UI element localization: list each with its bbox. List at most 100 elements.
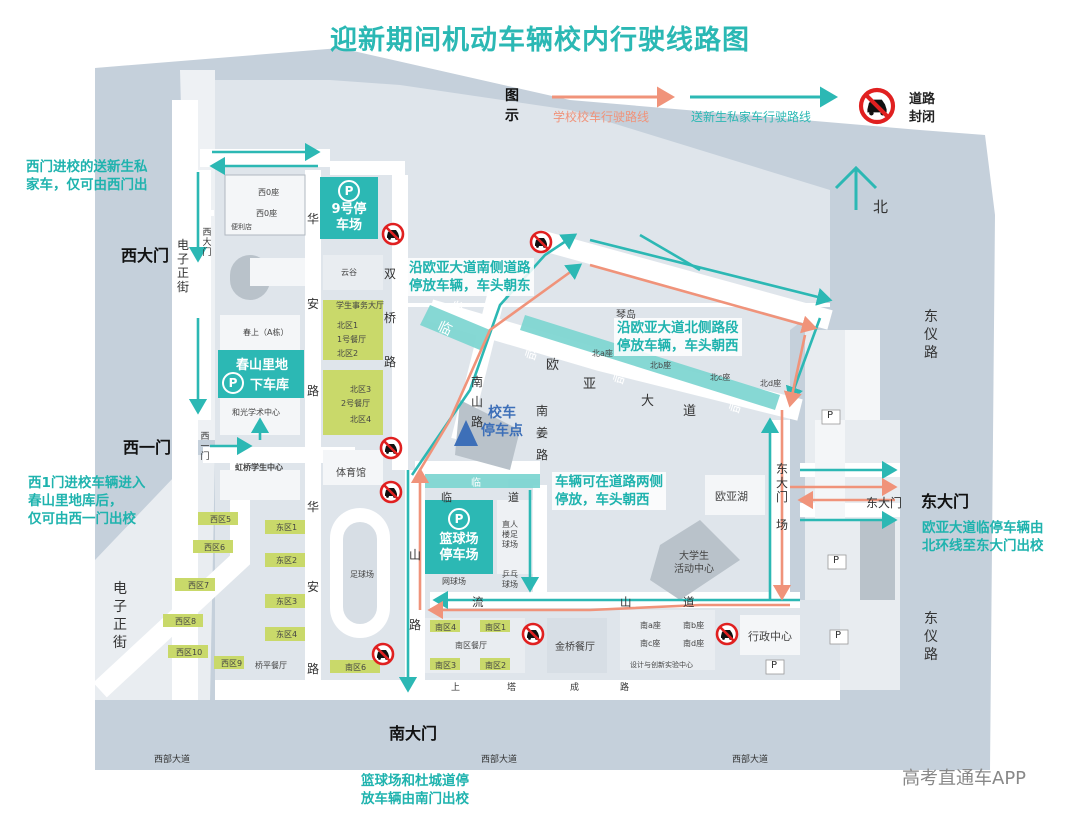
bldg-nan-a: 南a座 xyxy=(640,621,661,630)
road-char: 电 xyxy=(113,581,127,597)
road-char: 门 xyxy=(202,248,212,258)
watermark: 高考直通车APP xyxy=(902,768,1027,789)
road-char: 南 xyxy=(470,375,483,389)
road-char: 路 xyxy=(924,345,938,361)
road-dongmen: 东 大 门 场 xyxy=(775,462,789,532)
road-char: 街 xyxy=(176,280,189,294)
chunshan-garage: P 春山里地 下车库 xyxy=(218,350,304,398)
bldg-xiqu7: 西区7 xyxy=(188,581,210,590)
road-huaan-upper: 华 xyxy=(306,212,320,226)
road-ouya-1: 欧 xyxy=(546,358,560,373)
chunshan-label-1: 春山里地 xyxy=(236,358,289,373)
bldg-yungu: 云谷 xyxy=(341,268,357,277)
bldg-zhiren: 直人 楼足 球场 xyxy=(502,520,518,550)
road-char: 山 xyxy=(408,548,421,562)
bldg-canting1: 1号餐厅 xyxy=(337,335,367,344)
bldg-xingzheng: 行政中心 xyxy=(748,630,792,643)
basketball-lot: P 篮球场 停车场 xyxy=(425,500,493,574)
bldg-xiqu6: 西区6 xyxy=(204,543,226,552)
north-arrow xyxy=(834,165,878,210)
road-char: 子 xyxy=(113,599,127,615)
road-char: 路 xyxy=(306,662,319,676)
road-xibu-3: 西部大道 xyxy=(732,755,769,765)
road-char: 路 xyxy=(383,355,396,369)
bldg-xi2: 西0座 xyxy=(256,209,278,218)
road-char: 华 xyxy=(306,212,319,226)
road-char: 路 xyxy=(535,448,548,462)
bldg-ppq: 乒乓 球场 xyxy=(502,570,518,590)
bldg-zuqiuchang: 足球场 xyxy=(350,570,374,579)
note-both-sides-1: 车辆可在道路两侧 xyxy=(555,474,663,490)
stadium xyxy=(330,508,390,638)
west-dorms xyxy=(163,512,380,673)
road-dianzi-west: 电 子 正 街 xyxy=(176,238,190,294)
bldg-beiqu4: 北区4 xyxy=(350,415,372,424)
bus-stop-label: 校车 停车点 xyxy=(481,404,523,440)
lin-6: 临 xyxy=(471,478,481,489)
bldg-canting2: 2号餐厅 xyxy=(341,399,371,408)
bldg-beiqu3: 北区3 xyxy=(350,385,372,394)
road-xi-damen: 西 大 门 xyxy=(200,228,214,258)
legend-closed-2: 封闭 xyxy=(909,110,936,125)
p-marker-3: P xyxy=(835,630,842,641)
road-lin-dao-1: 临 xyxy=(441,491,452,504)
road-char: 大 xyxy=(202,238,212,248)
bldg-nanqu2: 南区2 xyxy=(485,661,507,670)
bldg-xiyuan: 西0座 xyxy=(258,188,280,197)
road-nanshan: 南 山 路 xyxy=(470,375,484,429)
temporary-parking-strips xyxy=(420,305,780,488)
road-char: 仪 xyxy=(924,629,938,645)
bldg-bei-d: 北d座 xyxy=(760,379,782,388)
note-ouya-north-2: 停放车辆，车头朝西 xyxy=(617,338,739,354)
basketball-label-2: 停车场 xyxy=(439,548,479,563)
p-marker-1: P xyxy=(827,410,834,421)
road-char: 双 xyxy=(383,267,396,281)
note-ouya-south-1: 沿欧亚大道南侧道路 xyxy=(409,260,531,276)
bldg-daxuesheng-1: 大学生 xyxy=(679,551,709,562)
note-west-gate-1: 西门进校的送新生私 xyxy=(26,159,148,175)
bldg-nanqu3: 南区3 xyxy=(435,661,457,670)
chunshan-label-2: 下车库 xyxy=(250,378,290,393)
lot9-label-2: 车场 xyxy=(335,218,362,233)
bldg-dongqu2: 东区2 xyxy=(276,556,298,565)
bldg-jinqiao: 金桥餐厅 xyxy=(555,642,595,653)
road-char: 山 xyxy=(470,395,483,409)
page-title: 迎新期间机动车辆校内行驶线路图 xyxy=(330,25,750,56)
note-east-1: 欧亚大道临停车辆由 xyxy=(922,520,1044,536)
road-shangcheng-4: 路 xyxy=(620,683,630,693)
road-char: 一 xyxy=(200,442,210,452)
road-char: 路 xyxy=(306,384,319,398)
road-xibu-1: 西部大道 xyxy=(154,755,191,765)
gate-east: 东大门 xyxy=(921,492,970,511)
note-west-gate-2: 家车，仅可由西门出 xyxy=(26,177,148,193)
bldg-xi-shop: 便利店 xyxy=(231,223,252,231)
road-char: 东 xyxy=(924,611,938,627)
south-buildings xyxy=(425,500,800,673)
note-west-gate: 西门进校的送新生私 家车，仅可由西门出 xyxy=(26,158,148,194)
bldg-heguang: 和光学术中心 xyxy=(232,408,280,417)
bldg-nan-c: 南c座 xyxy=(640,639,661,648)
note-west1-2: 春山里地库后， xyxy=(28,493,123,509)
bldg-student-hall: 学生事务大厅 xyxy=(336,301,384,310)
road-dianzi-sw: 电 子 正 街 xyxy=(112,580,128,652)
bldg-zhiren-2: 楼足 xyxy=(502,530,518,539)
note-west1-3: 仅可由西一门出校 xyxy=(28,511,136,527)
road-char: 安 xyxy=(306,580,319,594)
road-huaan-upper-3: 路 xyxy=(306,384,320,398)
p-marker-2: P xyxy=(833,555,840,566)
bus-stop-triangle xyxy=(454,420,478,446)
bldg-beiqu2: 北区2 xyxy=(337,349,359,358)
gate-south: 南大门 xyxy=(389,724,438,743)
bldg-zhiren-1: 直人 xyxy=(502,520,518,529)
legend-label-2: 示 xyxy=(505,108,519,124)
bldg-zhiren-3: 球场 xyxy=(502,540,518,549)
road-nanjiang: 南 姜 路 xyxy=(535,400,549,466)
road-char: 大 xyxy=(775,476,788,490)
road-char: 子 xyxy=(176,252,189,266)
bldg-xiqu9: 西区9 xyxy=(221,659,243,668)
bus-stop-label-2: 停车点 xyxy=(481,423,523,439)
road-dongmen-small: 东大门 xyxy=(866,496,903,510)
bldg-nanqu-canting: 南区餐厅 xyxy=(455,641,487,650)
bldg-dongqu4: 东区4 xyxy=(276,630,298,639)
